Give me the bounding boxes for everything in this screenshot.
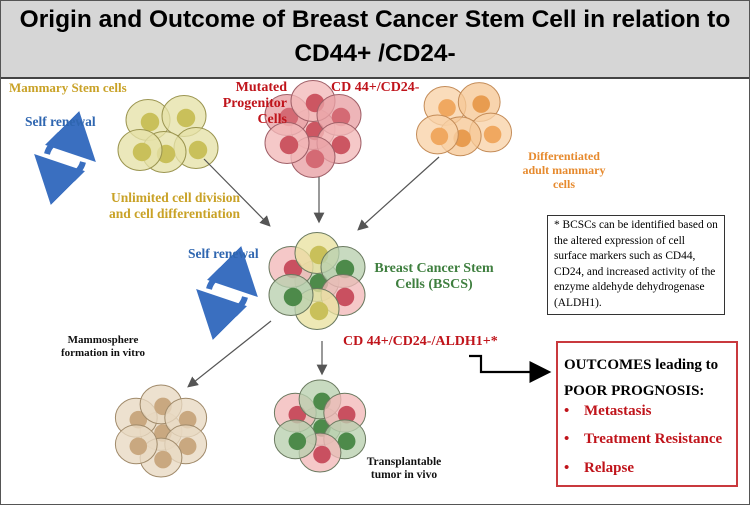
outcomes-box: OUTCOMES leading to POOR PROGNOSIS: • Met… — [556, 341, 738, 487]
cell-icon — [117, 129, 163, 171]
outcome-treatment-resistance: Treatment Resistance — [584, 431, 723, 447]
label-transplantable-line1: Transplantable — [366, 456, 442, 468]
outcome-item: • Treatment Resistance — [564, 431, 722, 448]
outcome-metastasis: Metastasis — [584, 403, 652, 419]
bullet-icon: • — [564, 403, 570, 419]
self-renewal-cycle-icon-top — [34, 111, 96, 205]
outcomes-title-line2: POOR PROGNOSIS: — [564, 383, 705, 399]
cell-icon — [273, 419, 317, 460]
cell-icon — [161, 95, 207, 137]
arrows — [187, 156, 552, 388]
title-bar: Origin and Outcome of Breast Cancer Stem… — [1, 1, 749, 79]
label-self-renewal-middle: Self renewal — [188, 246, 259, 261]
label-differentiated-line3: cells — [553, 176, 575, 191]
cell-icon — [268, 274, 314, 316]
label-mutated-progenitor: Mutated Progenitor Cells — [201, 80, 287, 128]
elbow-arrow-icon — [469, 354, 552, 383]
label-mutated-line3: Cells — [257, 112, 287, 128]
label-unlimited-line2: and cell differentiation — [109, 205, 240, 221]
label-cd44-cd24-top: CD 44+/CD24- — [331, 80, 420, 95]
arrow-mammary-to-bcsc — [203, 158, 271, 227]
figure-title-line-1: Origin and Outcome of Breast Cancer Stem… — [19, 6, 731, 33]
label-transplantable-line2: tumor in vivo — [370, 469, 438, 482]
label-mammary-stem-cells: Mammary Stem cells — [9, 80, 127, 95]
label-mammosphere-line2: formation in vitro — [60, 346, 146, 359]
label-transplantable-tumor: Transplantable tumor in vivo — [359, 456, 449, 482]
outcomes-title: OUTCOMES leading to POOR PROGNOSIS: — [564, 352, 736, 404]
label-bcsc-line1: Breast Cancer Stem — [374, 261, 494, 276]
label-self-renewal-top: Self renewal — [25, 114, 96, 129]
bullet-icon: • — [564, 460, 570, 476]
figure-title-line-2: CD44+ /CD24- — [294, 40, 456, 67]
bcsc-identification-note: * BCSCs can be identified based on the a… — [547, 215, 725, 315]
cell-icon — [264, 122, 310, 164]
label-differentiated-line2: adult mammary — [522, 162, 606, 177]
outcome-item: • Metastasis — [564, 403, 652, 420]
label-mutated-line2: Progenitor — [222, 96, 287, 112]
label-unlimited-line1: Unlimited cell division — [110, 190, 240, 205]
label-bcsc-line2: Cells (BSCS) — [395, 277, 473, 293]
arrow-bcsc-to-mammosphere — [187, 320, 272, 388]
outcome-item: • Relapse — [564, 460, 634, 477]
cell-icon — [114, 424, 158, 465]
bullet-icon: • — [564, 431, 570, 447]
cell-icon — [125, 99, 171, 141]
outcome-relapse: Relapse — [584, 460, 634, 476]
label-differentiated-line1: Differentiated — [528, 149, 600, 163]
label-cd44-cd24-aldh1: CD 44+/CD24-/ALDH1+* — [343, 334, 498, 349]
label-mutated-line1: Mutated — [235, 80, 287, 95]
outcomes-title-line1: OUTCOMES leading to — [564, 357, 719, 373]
label-differentiated-cells: Differentiated adult mammary cells — [505, 149, 623, 191]
self-renewal-cycle-icon-middle — [196, 246, 258, 340]
cell-icon — [457, 82, 501, 123]
arrow-differentiated-to-bcsc — [357, 156, 440, 231]
cell-icon — [416, 114, 459, 155]
label-mammosphere-line1: Mammosphere — [67, 334, 139, 346]
label-unlimited-division: Unlimited cell division and cell differe… — [100, 190, 240, 221]
label-bcsc: Breast Cancer Stem Cells (BSCS) — [369, 261, 499, 293]
label-mammosphere: Mammosphere formation in vitro — [51, 334, 155, 359]
